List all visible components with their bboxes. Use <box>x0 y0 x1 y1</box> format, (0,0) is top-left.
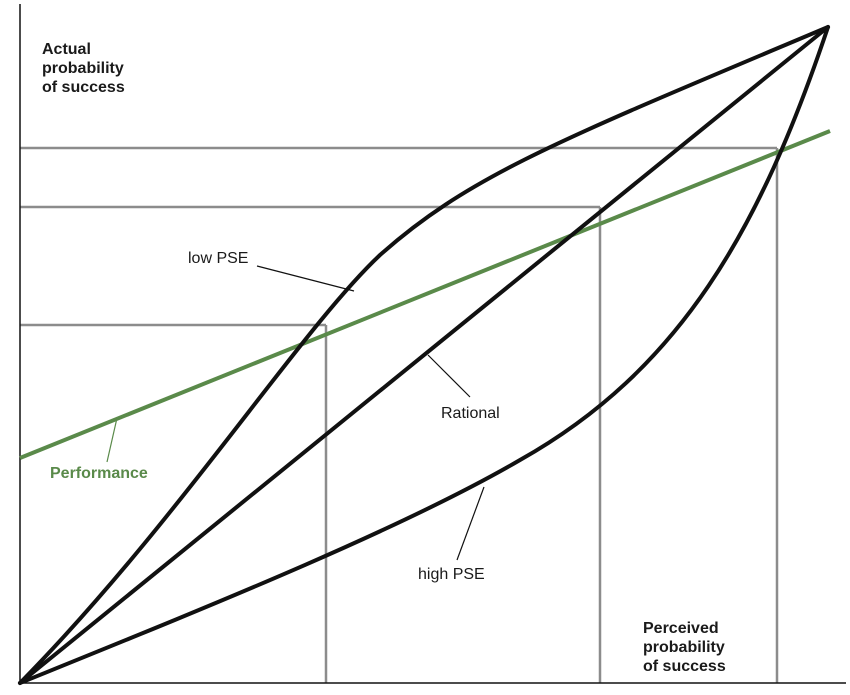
x-axis-title-line-2: probability <box>643 639 725 656</box>
performance-leader <box>106 417 118 463</box>
x-axis-title: Perceived probability of success <box>643 619 726 676</box>
rational-label: Rational <box>441 405 500 422</box>
performance-line <box>19 129 831 460</box>
y-axis-title-line-1: Actual <box>42 41 91 58</box>
low-pse-leader <box>256 265 355 292</box>
y-axis-title-line-2: probability <box>42 60 124 77</box>
performance-label: Performance <box>50 465 148 482</box>
rational-line <box>18 25 830 685</box>
curves <box>18 25 830 685</box>
leader-lines <box>106 265 485 561</box>
axes <box>19 4 846 684</box>
high-pse-curve <box>18 25 830 685</box>
high-pse-leader <box>456 486 485 561</box>
y-axis-title: Actual probability of success <box>42 40 125 97</box>
reference-grid <box>20 146 779 683</box>
x-axis-title-line-3: of success <box>643 658 726 675</box>
y-axis-title-line-3: of success <box>42 79 125 96</box>
low-pse-curve <box>18 25 830 685</box>
high-pse-label: high PSE <box>418 566 485 583</box>
x-axis-title-line-1: Perceived <box>643 620 719 637</box>
rational-leader <box>427 354 471 398</box>
low-pse-label: low PSE <box>188 250 249 267</box>
